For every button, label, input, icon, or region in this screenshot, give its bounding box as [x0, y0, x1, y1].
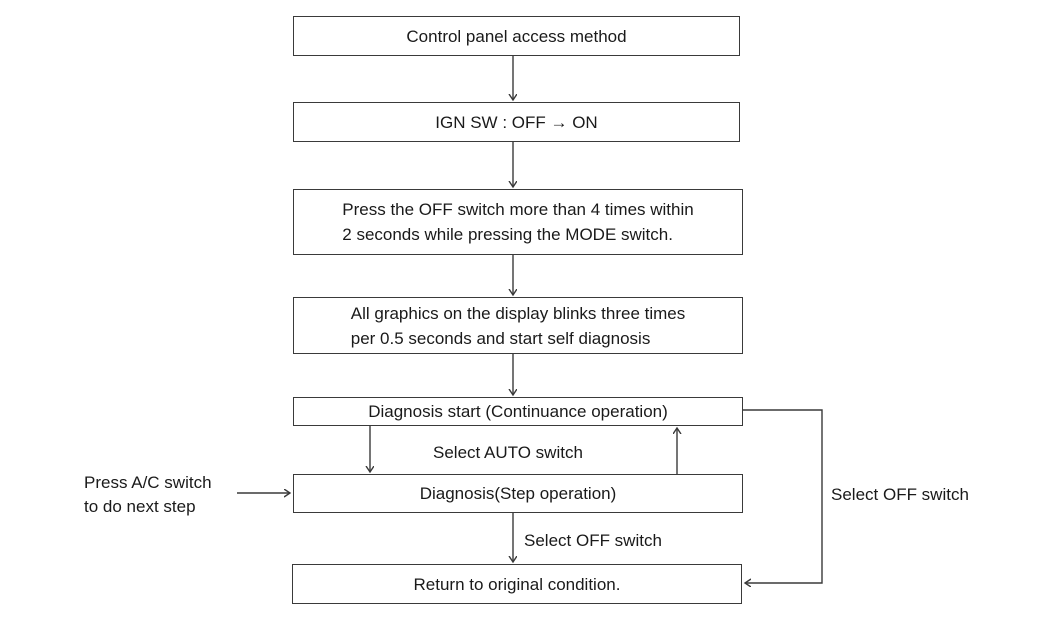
flow-box-ign-sw: IGN SW : OFF → ON [293, 102, 740, 142]
flow-box-control-panel-access: Control panel access method [293, 16, 740, 56]
label-press-ac-switch: Press A/C switch to do next step [84, 473, 212, 516]
label-select-auto-switch: Select AUTO switch [433, 443, 583, 462]
flow-box-label: Diagnosis(Step operation) [419, 484, 617, 503]
flow-box-label: Control panel access method [406, 26, 627, 46]
label-select-off-switch-between: Select OFF switch [524, 531, 662, 550]
flow-box-diagnosis-start: Diagnosis start (Continuance operation) [293, 397, 743, 426]
flow-box-label: All graphics on the display blinks three… [350, 303, 686, 348]
arrow-box5-to-box7-loop [743, 409, 823, 583]
flow-box-diagnosis-step: Diagnosis(Step operation) [293, 474, 743, 513]
flow-box-graphics-blink: All graphics on the display blinks three… [293, 297, 743, 354]
flow-box-label: IGN SW : OFF → ON [435, 112, 598, 132]
flow-box-label: Diagnosis start (Continuance operation) [368, 402, 668, 421]
flow-box-press-off-switch: Press the OFF switch more than 4 times w… [293, 189, 743, 255]
flow-box-label: Return to original condition. [413, 574, 621, 594]
flow-box-return-original: Return to original condition. [292, 564, 742, 604]
flow-box-label: Press the OFF switch more than 4 times w… [342, 200, 694, 244]
label-select-off-switch-right: Select OFF switch [831, 485, 969, 504]
